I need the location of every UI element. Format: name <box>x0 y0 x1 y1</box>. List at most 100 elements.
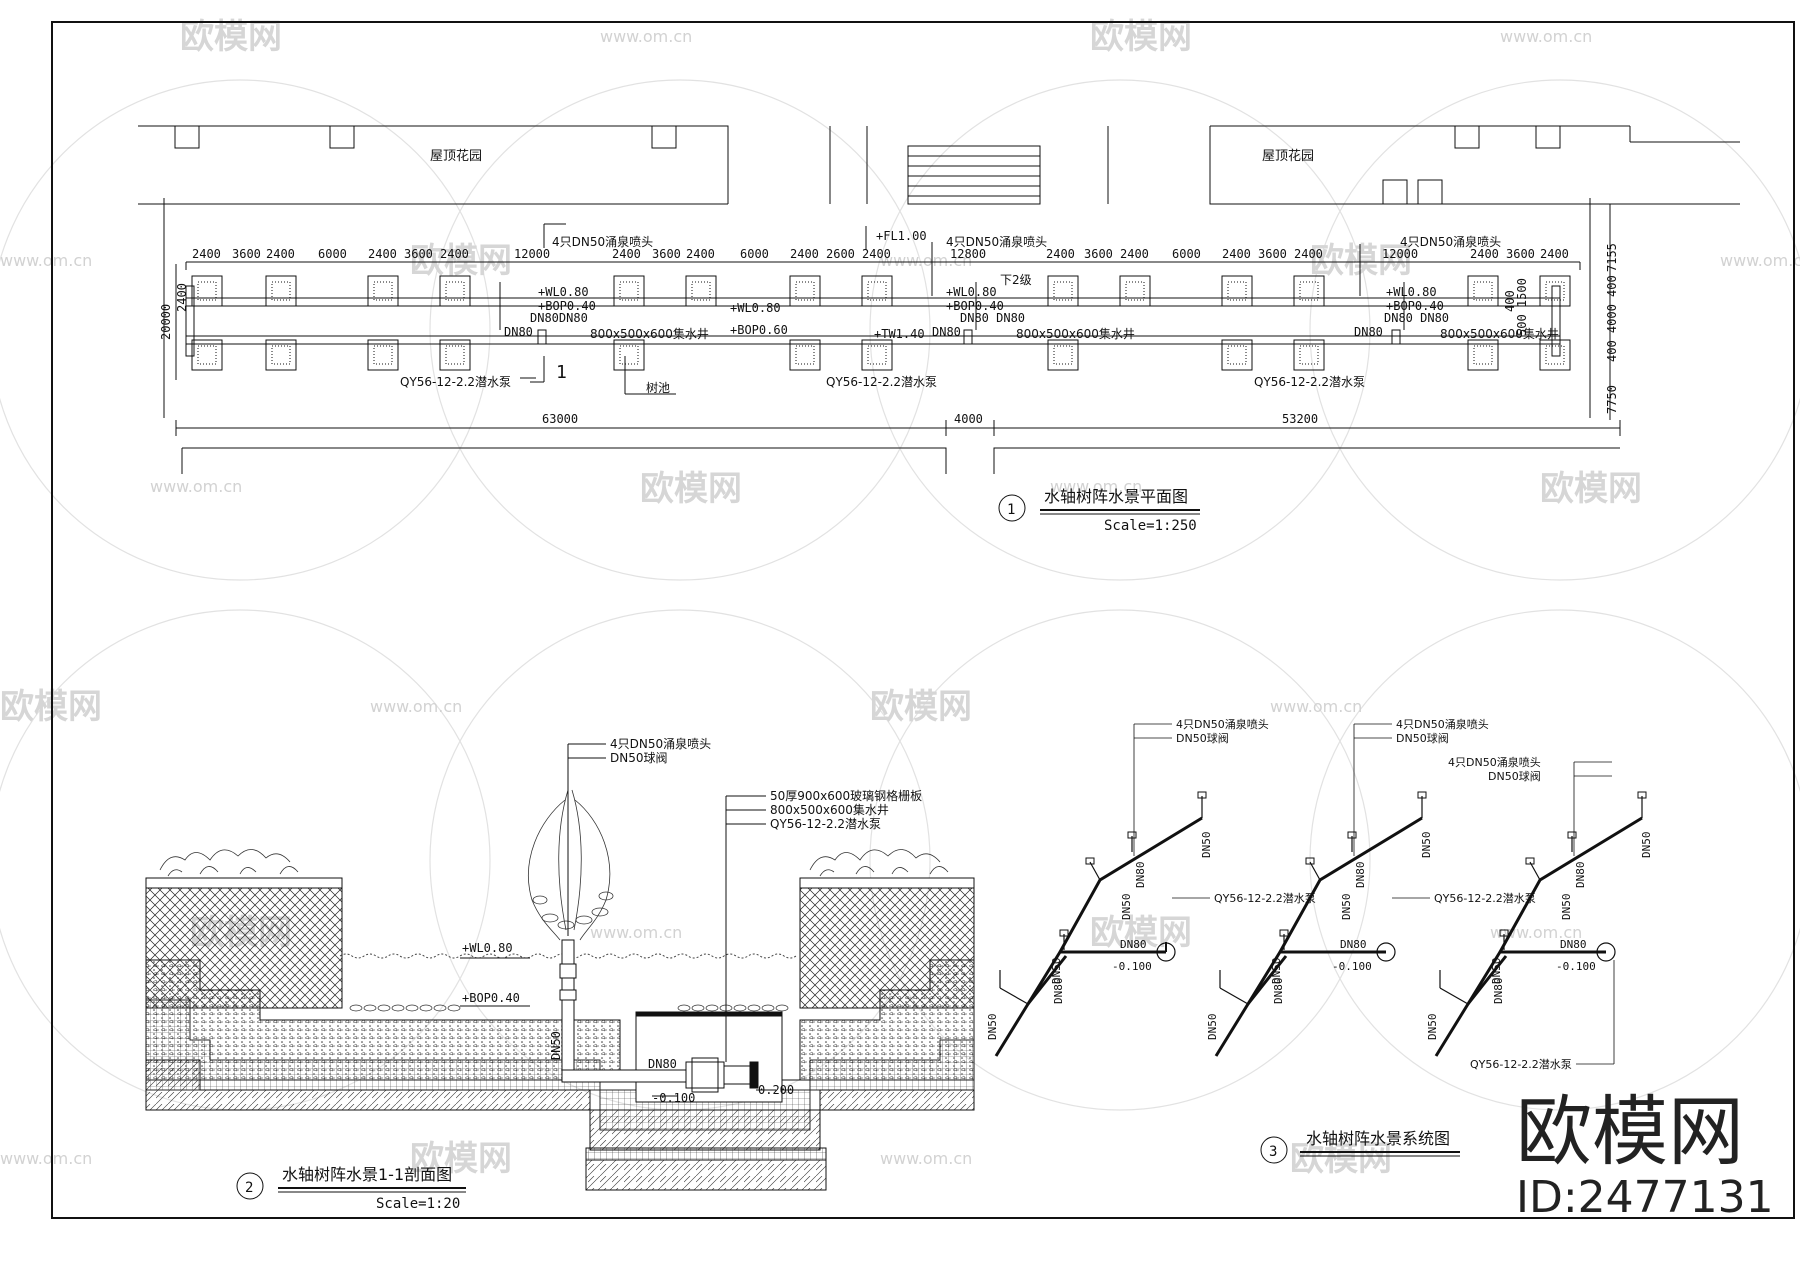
dim: 2400 <box>1470 247 1499 261</box>
plan-tree-pits-row-1 <box>191 275 1571 307</box>
system-title-block: 3 水轴树阵水景系统图 <box>1260 1129 1460 1164</box>
planter-shrubs <box>159 849 949 877</box>
section-title: 水轴树阵水景1-1剖面图 <box>282 1165 452 1184</box>
dim-500-1500: 500 1500 <box>1515 278 1529 336</box>
plan-pit: 800x500x600集水井 <box>1016 326 1135 341</box>
roof-garden-label: 屋顶花园 <box>430 148 482 164</box>
system-nozzle: 4只DN50涌泉喷头 <box>1448 755 1541 769</box>
system-valve: DN50球阀 <box>1176 731 1229 745</box>
plan-dn80-pair: DN80 DN80 <box>1384 311 1449 325</box>
watermark-brand: 欧模网 <box>180 17 282 57</box>
watermark-url: www.om.cn <box>1720 251 1800 270</box>
dim: 2400 <box>266 247 295 261</box>
system-dn50: DN50 <box>1120 894 1133 921</box>
section-dn80: DN80 <box>648 1057 677 1071</box>
system-dn80: DN80 <box>1134 862 1147 889</box>
dim: 2400 <box>368 247 397 261</box>
plan-dn80-pair: DN80 DN80 <box>960 311 1025 325</box>
dim: 6000 <box>740 247 769 261</box>
plan-title-block: 1 水轴树阵水景平面图 Scale=1:250 <box>998 487 1200 534</box>
watermark-url: www.om.cn <box>0 251 92 270</box>
plan-pump: QY56-12-2.2潜水泵 <box>400 375 511 389</box>
brand-stamp: 欧模网 ID:2477131 <box>1516 1087 1774 1223</box>
watermark-url: www.om.cn <box>880 1149 972 1168</box>
dim-12000: 12000 <box>1382 247 1418 261</box>
watermark-url: www.om.cn <box>880 251 972 270</box>
dim: 2400 <box>1120 247 1149 261</box>
watermark-brand: 欧模网 <box>1090 913 1192 953</box>
section-dn50: DN50 <box>549 1031 563 1060</box>
section-pump: QY56-12-2.2潜水泵 <box>770 817 881 831</box>
plan-dn80-pair: DN80DN80 <box>530 311 588 325</box>
watermark-url: www.om.cn <box>0 1149 92 1168</box>
brand-logo: 欧模网 <box>1516 1087 1744 1176</box>
dim-400: 400 <box>1503 290 1517 312</box>
dim-63000: 63000 <box>542 412 578 426</box>
dim: 3600 <box>1506 247 1535 261</box>
plan-bop: +BOP0.40 <box>946 299 1004 313</box>
dim: 2400 <box>1294 247 1323 261</box>
section-scale: Scale=1:20 <box>376 1196 460 1212</box>
plan-bop-mid: +BOP0.60 <box>730 323 788 337</box>
section-view <box>145 743 975 1191</box>
plan-tw: +TW1.40 <box>874 327 925 341</box>
section-labels: 4只DN50涌泉喷头 DN50球阀 50厚900x600玻璃钢格栅板 800x5… <box>462 737 922 1105</box>
watermark-url: www.om.cn <box>600 27 692 46</box>
system-unit-3 <box>1434 761 1647 1065</box>
fountain-jet <box>528 789 614 941</box>
dim-400-4000-400: 400 4000 400 <box>1605 275 1619 362</box>
system-dn50: DN50 <box>1490 958 1503 985</box>
system-pump: QY56-12-2.2潜水泵 <box>1214 891 1316 905</box>
watermark-url: www.om.cn <box>370 697 462 716</box>
watermark-url: www.om.cn <box>590 923 682 942</box>
plan-view <box>138 125 1740 474</box>
plan-wl: +WL0.80 <box>1386 285 1437 299</box>
system-dn50: DN50 <box>986 1014 999 1041</box>
plan-scale: Scale=1:250 <box>1104 518 1197 534</box>
system-dn80: DN80 <box>1272 978 1285 1005</box>
plan-labels: 屋顶花园 屋顶花园 2400 3600 2400 6000 2400 3600 … <box>159 148 1619 426</box>
dim: 2400 <box>612 247 641 261</box>
watermark-url: www.om.cn <box>1050 477 1142 496</box>
plan-wl: +WL0.80 <box>538 285 589 299</box>
dim: 3600 <box>232 247 261 261</box>
system-dn50: DN50 <box>1640 832 1653 859</box>
plan-fl: +FL1.00 <box>876 229 927 243</box>
system-dn80: DN80 <box>1052 978 1065 1005</box>
plan-nozzle-label: 4只DN50涌泉喷头 <box>1400 235 1501 249</box>
system-dn80: DN80 <box>1340 938 1367 951</box>
plan-dn80: DN80 <box>504 325 533 339</box>
watermark-brand: 欧模网 <box>410 241 512 281</box>
system-dn80: DN80 <box>1574 862 1587 889</box>
watermark-brand: 欧模网 <box>1540 469 1642 509</box>
plan-title-number: 1 <box>1007 502 1015 518</box>
watermark-brand: 欧模网 <box>870 687 972 727</box>
section-bop: +BOP0.40 <box>462 991 520 1005</box>
system-dn50: DN50 <box>1420 832 1433 859</box>
watermark-url: www.om.cn <box>150 477 242 496</box>
dim-4000: 4000 <box>954 412 983 426</box>
section-grate: 50厚900x600玻璃钢格栅板 <box>770 788 922 803</box>
dim: 3600 <box>1258 247 1287 261</box>
system-valve: DN50球阀 <box>1488 769 1541 783</box>
section-lvl-neg: -0.100 <box>652 1091 695 1105</box>
dim: 3600 <box>1084 247 1113 261</box>
dim: 2400 <box>790 247 819 261</box>
plan-nozzle-label: 4只DN50涌泉喷头 <box>946 235 1047 249</box>
system-title-number: 3 <box>1269 1144 1277 1160</box>
section-title-block: 2 水轴树阵水景1-1剖面图 Scale=1:20 <box>236 1165 466 1212</box>
section-title-number: 2 <box>245 1180 253 1196</box>
system-dn50: DN50 <box>1200 832 1213 859</box>
system-unit-1 <box>994 723 1210 1057</box>
dim: 6000 <box>1172 247 1201 261</box>
system-dn80: DN80 <box>1354 862 1367 889</box>
watermark-brand: 欧模网 <box>1290 1139 1392 1179</box>
plan-sec-mark: 1 <box>556 362 567 383</box>
system-title: 水轴树阵水景系统图 <box>1306 1129 1450 1148</box>
dim: 3600 <box>404 247 433 261</box>
system-dn50: DN50 <box>1426 1014 1439 1041</box>
dim-12000: 12000 <box>514 247 550 261</box>
system-lvl: -0.100 <box>1112 960 1152 973</box>
dim-12800: 12800 <box>950 247 986 261</box>
